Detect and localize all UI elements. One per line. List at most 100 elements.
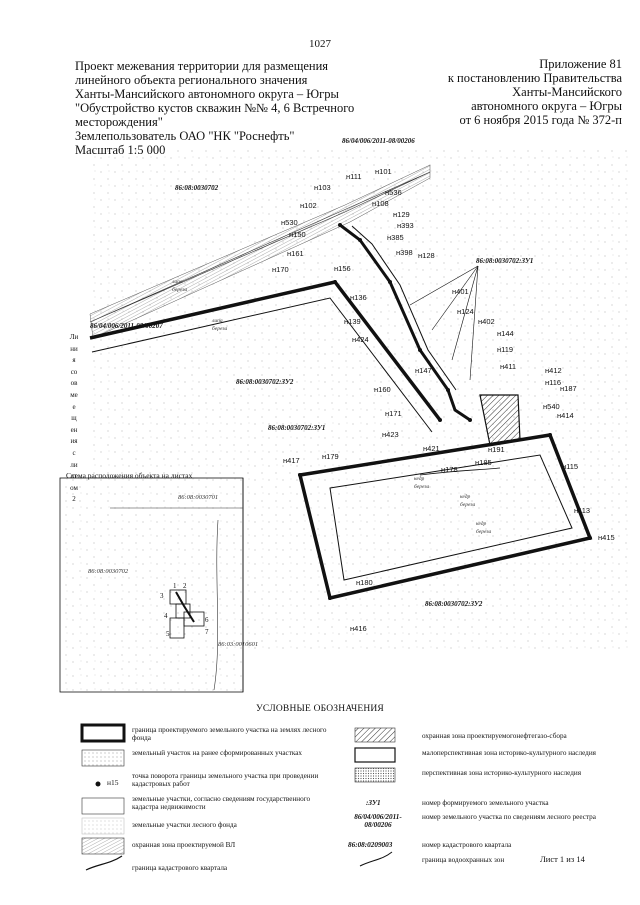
forest-label: липа [211, 318, 223, 324]
vertical-label-fragment: Ли [69, 333, 79, 341]
point-label: н160 [374, 385, 391, 394]
point-label: н185 [475, 458, 492, 467]
legend-text: номер формируемого земельного участка [422, 799, 549, 807]
point-label: н136 [350, 293, 367, 302]
point-label: н124 [457, 307, 474, 316]
legend-text: земельный участок на ранее сформированны… [132, 749, 303, 757]
point-label: н421 [423, 444, 440, 453]
legend-sample: н15 [107, 778, 119, 787]
point-label: н150 [289, 230, 306, 239]
point-label: н139 [344, 317, 361, 326]
legend-text: граница проектируемого земельного участк… [132, 726, 327, 743]
point-label: н116 [545, 378, 561, 387]
title-line: Проект межевания территории для размещен… [75, 59, 329, 73]
plot-number-label: 86:08:0030702:ЗУ1 [268, 424, 325, 432]
appendix-line: Ханты-Мансийского [512, 85, 622, 99]
legend-text: номер кадастрового квартала [422, 841, 512, 849]
point-label: н191 [488, 445, 505, 454]
point-label: н179 [322, 452, 339, 461]
vertical-label-fragment: с [72, 448, 76, 457]
point-label: н119 [497, 345, 513, 354]
corridor-line [89, 171, 431, 323]
vertical-label-fragment: 2 [72, 495, 76, 504]
point-label: н180 [356, 578, 373, 587]
inset-quarter-label: 86:08:0030702 [88, 568, 129, 575]
point-label: н129 [393, 210, 410, 219]
inset-map-texture [60, 478, 243, 692]
vertical-label-fragment: ни [70, 344, 78, 353]
vertical-label-fragment: е [72, 402, 76, 411]
point-label: н530 [281, 218, 298, 227]
forest-label: кедр [460, 493, 471, 500]
legend-sample: :ЗУ1 [366, 799, 381, 807]
title-line: "Обустройство кустов скважин №№ 4, 6 Вст… [75, 101, 355, 115]
inset-quarter-label: 86:03:0010601 [218, 641, 258, 648]
forest-label: кедр [414, 475, 425, 482]
point-label: н416 [350, 624, 367, 633]
title-line: Ханты-Мансийского автономного округа – Ю… [75, 87, 339, 101]
point-label: н111 [346, 172, 362, 181]
vertex-markers [298, 223, 592, 600]
point-label: н385 [387, 233, 404, 242]
forest-label: береза [212, 325, 227, 332]
legend-text: точка поворота границы земельного участк… [132, 772, 319, 789]
inset-sheet-number: 5 [166, 630, 170, 638]
inset-route [175, 591, 195, 623]
legend-text: охранная зона проектируемой ВЛ [132, 841, 236, 849]
title-line: месторождения" [75, 115, 163, 129]
legend-text: граница водоохранных зон [422, 856, 505, 864]
point-label: н147 [415, 366, 432, 375]
vertical-label-fragment: ом [70, 483, 78, 492]
quarter-label: 86:08:0030702 [175, 184, 219, 192]
inset-sheet-number: 2 [183, 582, 187, 590]
point-label: н171 [385, 409, 402, 418]
vertical-label-fragment: я [72, 356, 76, 365]
legend-text: земельные участки, согласно сведениям го… [132, 795, 311, 812]
inset-sheet-number: 7 [205, 628, 209, 636]
vertical-label-fragment: ли [70, 460, 78, 469]
plot-number-label: 86:08:0030702:ЗУ1 [476, 257, 533, 265]
plot-number-label: 86:08:0030702:ЗУ2 [425, 600, 483, 608]
quarter-boundary [419, 467, 501, 476]
plot-zu2-left-inner [91, 297, 433, 433]
point-label: н401 [452, 287, 469, 296]
vertical-sheet-label: Ли ни я со ов ме е щ ен ия с ли ст ом 2 [66, 332, 82, 506]
legend-symbols [80, 723, 396, 871]
point-label: н128 [418, 251, 435, 260]
point-label: н415 [598, 533, 615, 542]
point-label: н393 [397, 221, 414, 230]
legend-text: малоперспективная зона историко-культурн… [422, 749, 596, 757]
point-label: н402 [478, 317, 495, 326]
vertical-label-fragment: щ [71, 414, 77, 423]
point-label: н412 [545, 366, 562, 375]
forest-label: береза [414, 483, 429, 490]
point-label: н536 [385, 188, 402, 197]
appendix-line: Приложение 81 [539, 57, 622, 71]
point-label: н156 [334, 264, 351, 273]
pipeline-route-inner [351, 225, 457, 391]
point-label: н101 [375, 167, 392, 176]
point-label: н170 [272, 265, 289, 274]
inset-sheet-number: 3 [160, 592, 164, 600]
legend-text: земельные участки лесного фонда [132, 821, 237, 829]
point-label: н424 [352, 335, 369, 344]
forest-label: кедр [476, 520, 487, 527]
vertical-label-fragment: ст [70, 472, 78, 481]
forest-label: береза [172, 286, 187, 293]
point-label: н414 [557, 411, 574, 420]
forest-label: береза [460, 501, 475, 508]
plot-zu2-pad-inner [329, 454, 573, 581]
appendix-line: от 6 ноября 2015 года № 372-п [459, 113, 623, 127]
vertical-label-fragment: ме [70, 390, 78, 399]
point-label: н144 [497, 329, 514, 338]
point-label: н102 [300, 201, 317, 210]
legend-text: охранная зона проектируемогонефтегазо-сб… [422, 732, 567, 740]
forest-number-label: 86/04/006/2011-08/00206 [342, 137, 415, 145]
sheet-label: Лист 1 из 14 [540, 854, 585, 864]
zu1-leaders [409, 265, 479, 381]
appendix-header: Приложение 81 к постановлению Правительс… [402, 57, 622, 127]
legend-text: граница кадастрового квартала [132, 864, 228, 872]
legend-text: перспективная зона историко-культурного … [422, 769, 582, 777]
inset-quarter-line [213, 519, 219, 691]
vertical-label-fragment: ия [70, 437, 78, 446]
